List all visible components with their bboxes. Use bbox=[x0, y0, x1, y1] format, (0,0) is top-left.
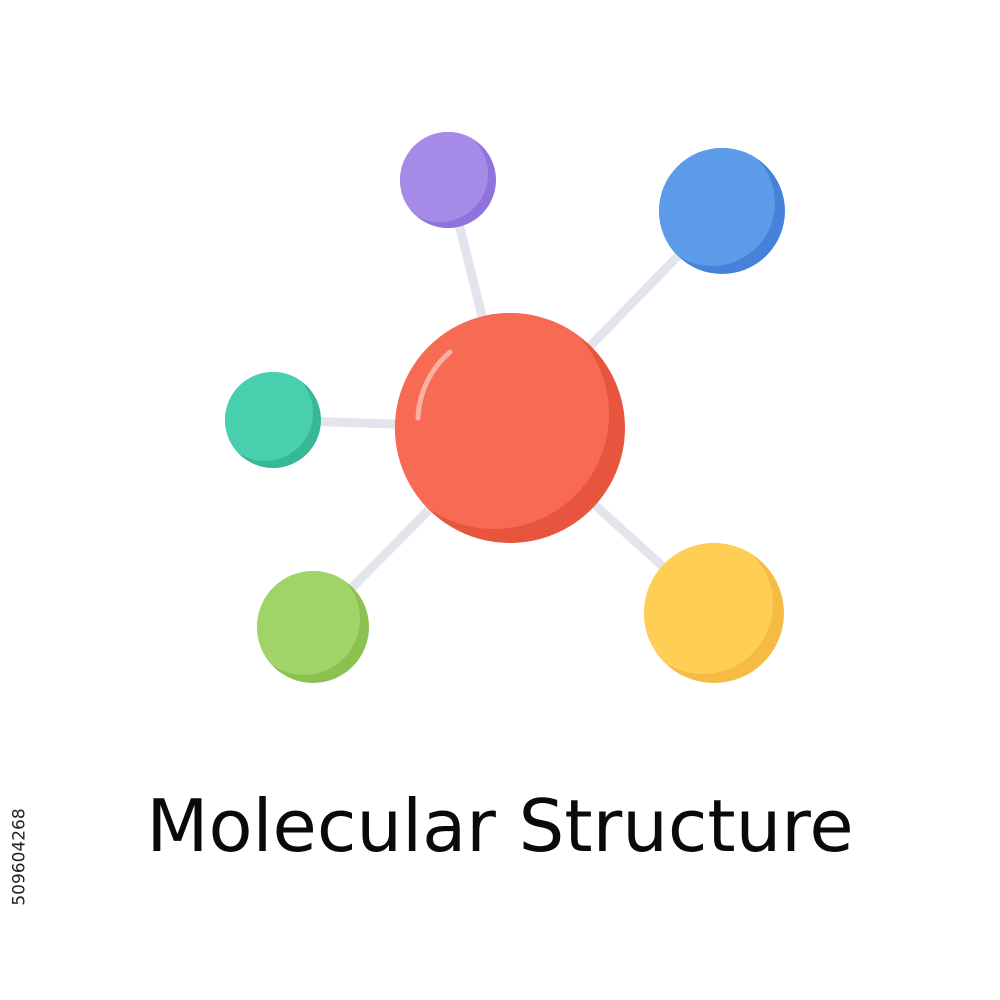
center-highlight bbox=[415, 349, 453, 421]
caption-title: Molecular Structure bbox=[146, 784, 854, 868]
atom-teal bbox=[225, 372, 321, 468]
atom-purple bbox=[400, 132, 496, 228]
atom-green bbox=[257, 571, 369, 683]
side-id-text: 509604268 bbox=[10, 808, 30, 906]
atom-yellow bbox=[644, 543, 784, 683]
atom-center bbox=[395, 313, 625, 543]
side-id-label: 509604268 bbox=[6, 757, 34, 957]
atom-blue bbox=[659, 148, 785, 274]
